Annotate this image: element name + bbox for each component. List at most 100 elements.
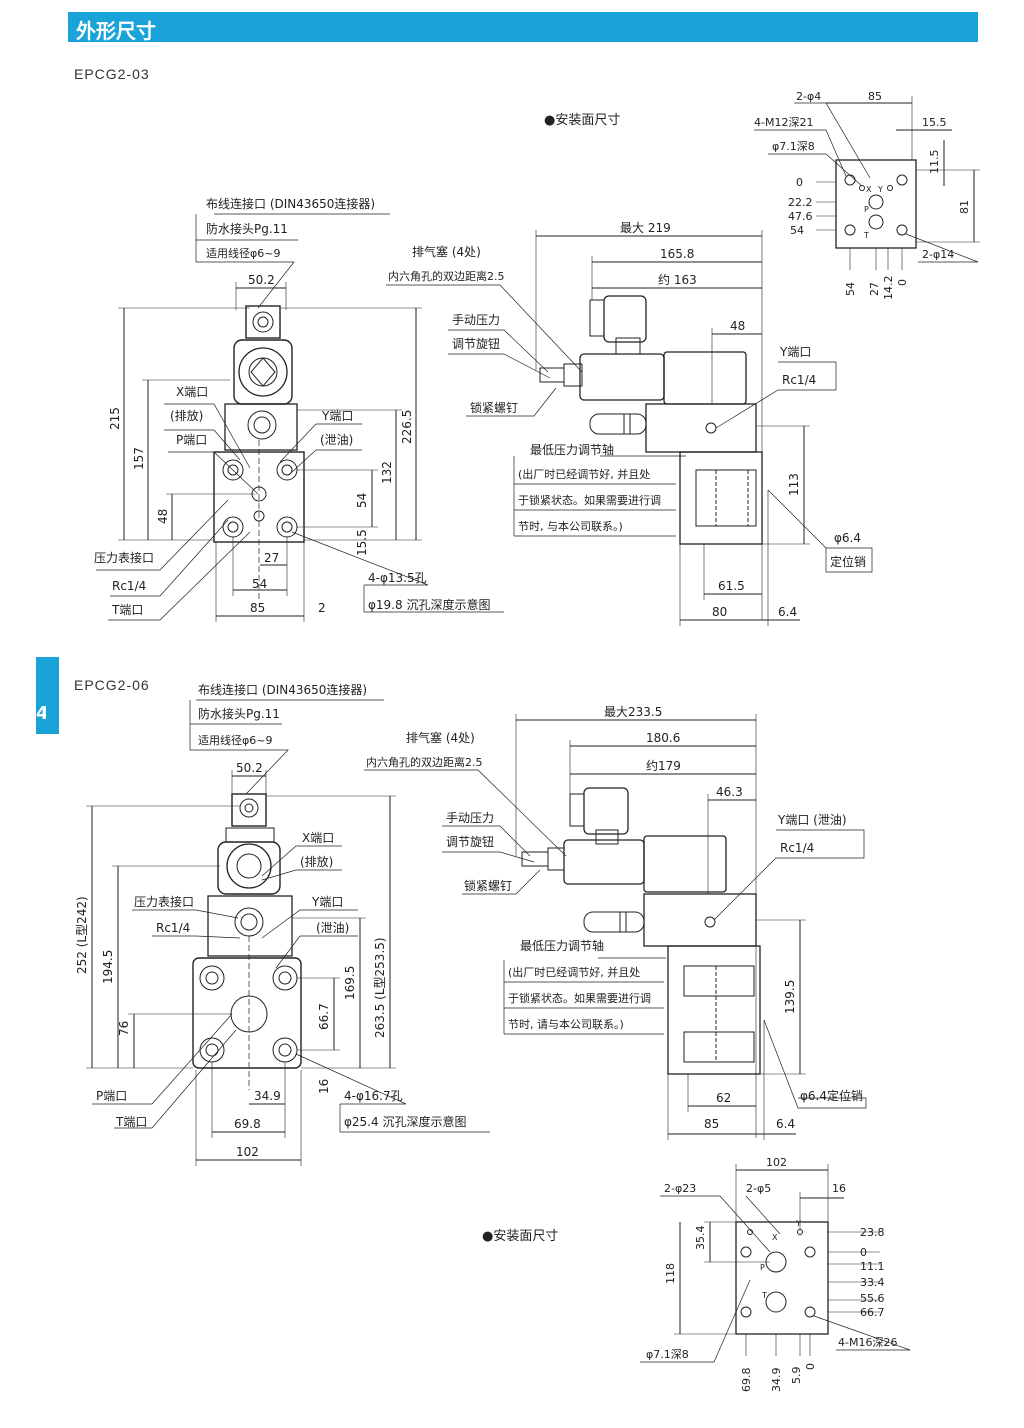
mount-7-1-06: φ7.1深8 — [646, 1348, 689, 1361]
dim-16: 16 — [317, 1079, 331, 1094]
rc-label-06: Rc1/4 — [156, 921, 190, 935]
wiring-label-06: 布线连接口 (DIN43650连接器) — [198, 682, 367, 697]
side-view-03 — [386, 230, 873, 626]
p-port-label-06: P端口 — [96, 1089, 127, 1103]
rc-side-03: Rc1/4 — [782, 373, 816, 387]
waterproof-label-06: 防水接头Pg.11 — [198, 706, 280, 721]
mount-ly-06: Y — [795, 1219, 801, 1228]
wiring-label-03: 布线连接口 (DIN43650连接器) — [206, 196, 375, 211]
front-view-03 — [96, 213, 504, 622]
note-2-03: 于锁紧状态。如果需要进行调 — [518, 493, 661, 507]
mount-r55-6: 55.6 — [860, 1292, 885, 1305]
dim-226-5: 226.5 — [400, 410, 414, 444]
dim-6-4-06: 6.4 — [776, 1117, 795, 1131]
mount-47-6: 47.6 — [788, 210, 813, 223]
mount-22-2: 22.2 — [788, 196, 813, 209]
front-labels-06: 布线连接口 (DIN43650连接器) 防水接头Pg.11 适用线径φ6~9 5… — [75, 682, 466, 1159]
dim-102: 102 — [236, 1145, 259, 1159]
mount-labels-03: 2-φ4 85 4-M12深21 15.5 φ7.1深8 11.5 0 22.2… — [754, 90, 971, 300]
mount-title-06: ●安装面尺寸 — [482, 1229, 558, 1244]
dim-76: 76 — [117, 1021, 131, 1036]
mount-lp-06: P — [760, 1263, 765, 1272]
cable-label-03: 适用线径φ6~9 — [206, 246, 280, 260]
manual-label-2-03: 调节旋钮 — [452, 336, 500, 351]
cbore-label-03: φ19.8 沉孔深度示意图 — [368, 597, 490, 612]
dim-15-5: 15.5 — [355, 529, 369, 556]
note-1-06: (出厂时已经调节好, 并且处 — [508, 965, 640, 979]
hex-label-06: 内六角孔的双边距离2.5 — [366, 755, 483, 769]
mount-16: 16 — [832, 1182, 846, 1195]
mount-labels-06: 102 2-φ23 2-φ5 16 35.4 118 23.8 0 11.1 3… — [646, 1156, 897, 1392]
gauge-label-06: 压力表接口 — [134, 894, 194, 909]
mount-118: 118 — [664, 1263, 677, 1284]
mount-85: 85 — [868, 90, 882, 103]
dim-263-5: 263.5 (L型253.5) — [373, 937, 387, 1038]
t-port-label-06: T端口 — [115, 1115, 147, 1129]
dim-139-5: 139.5 — [783, 980, 797, 1014]
hex-label-03: 内六角孔的双边距离2.5 — [388, 269, 505, 283]
mount-lt-03: T — [863, 231, 869, 240]
rc-side-06: Rc1/4 — [780, 841, 814, 855]
gauge-label-03: 压力表接口 — [94, 550, 154, 565]
mount-face-03 — [754, 96, 980, 270]
chapter-tab: 4 — [36, 657, 59, 734]
dim-62: 62 — [716, 1091, 731, 1105]
dim-215: 215 — [108, 407, 122, 430]
manual-label-2-06: 调节旋钮 — [446, 834, 494, 849]
lock-label-03: 锁紧螺钉 — [470, 400, 518, 415]
vent-label-06: 排气塞 (4处) — [406, 730, 475, 745]
y-port-side-03: Y端口 — [779, 345, 811, 359]
mount-b34-9: 34.9 — [770, 1368, 783, 1393]
mount-35-4: 35.4 — [694, 1226, 707, 1251]
pin-dia-03: φ6.4 — [834, 531, 861, 545]
note-2-06: 于锁紧状态。如果需要进行调 — [508, 991, 651, 1005]
mount-2phi14: 2-φ14 — [922, 248, 954, 261]
dim-157: 157 — [132, 447, 146, 470]
side-view-06 — [364, 714, 867, 1140]
mount-2phi5: 2-φ5 — [746, 1182, 771, 1195]
mount-b69-8: 69.8 — [740, 1368, 753, 1393]
section-header: 外形尺寸 — [68, 12, 978, 43]
dim-48: 48 — [156, 509, 170, 524]
manual-label-1-06: 手动压力 — [446, 811, 494, 825]
dim-169-5: 169.5 — [343, 966, 357, 1000]
pin-label-03: 定位销 — [830, 554, 866, 569]
side-labels-06: 最大233.5 180.6 约179 排气塞 (4处) 内六角孔的双边距离2.5… — [366, 705, 863, 1131]
side-labels-03: 最大 219 165.8 约 163 排气塞 (4处) 内六角孔的双边距离2.5… — [388, 221, 866, 619]
front-labels-03: 布线连接口 (DIN43650连接器) 防水接头Pg.11 适用线径φ6~9 5… — [94, 196, 490, 617]
oil-label-06: (泄油) — [316, 921, 349, 935]
dim-approx-179: 约179 — [646, 758, 681, 773]
mount-lp-03: P — [864, 205, 869, 214]
dim-66-7: 66.7 — [317, 1003, 331, 1030]
waterproof-label-03: 防水接头Pg.11 — [206, 221, 288, 236]
chapter-number: 4 — [36, 703, 46, 724]
note-1-03: (出厂时已经调节好, 并且处 — [518, 467, 650, 481]
dim-69-8: 69.8 — [234, 1117, 261, 1131]
dim-approx-163: 约 163 — [658, 272, 697, 287]
oil-label-03: (泄油) — [320, 433, 353, 447]
mount-0: 0 — [796, 176, 803, 189]
dim-54: 54 — [252, 577, 267, 591]
mount-face-06 — [640, 1164, 911, 1363]
cable-label-06: 适用线径φ6~9 — [198, 733, 272, 747]
drain-label-03: (排放) — [170, 408, 203, 423]
mount-r11-1: 11.1 — [860, 1260, 885, 1273]
p-port-label-03: P端口 — [176, 433, 207, 447]
dim-80: 80 — [712, 605, 727, 619]
cbore-label-06: φ25.4 沉孔深度示意图 — [344, 1114, 466, 1129]
mount-102: 102 — [766, 1156, 787, 1169]
mount-ly-03: Y — [877, 185, 883, 194]
manual-label-1-03: 手动压力 — [452, 313, 500, 327]
dim-48-side: 48 — [730, 319, 745, 333]
mount-b54: 54 — [844, 282, 857, 296]
dim-85: 85 — [250, 601, 265, 615]
mount-b0-06: 0 — [804, 1363, 817, 1370]
mount-m12: 4-M12深21 — [754, 116, 813, 129]
vent-label-03: 排气塞 (4处) — [412, 244, 481, 259]
mount-15-5: 15.5 — [922, 116, 947, 129]
dim-194-5: 194.5 — [101, 950, 115, 984]
holes-label-06: 4-φ16.7孔 — [344, 1089, 403, 1103]
dim-54v: 54 — [355, 493, 369, 508]
x-port-label-03: X端口 — [176, 385, 208, 399]
min-shaft-label-06: 最低压力调节轴 — [520, 938, 604, 953]
